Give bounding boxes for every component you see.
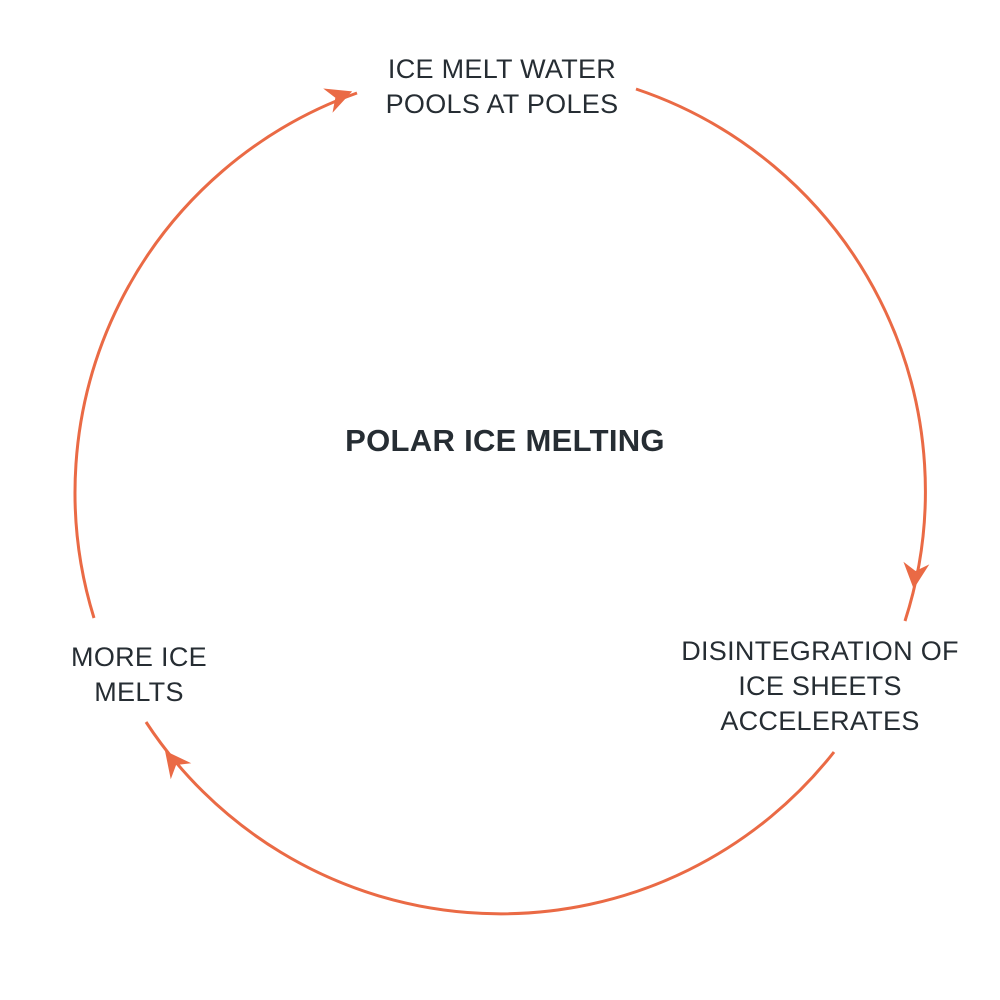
node-label-line: POOLS AT POLES (385, 89, 619, 119)
node-disintegration: DISINTEGRATION OF ICE SHEETS ACCELERATES (681, 634, 959, 739)
cycle-arc-right-to-left (144, 721, 836, 916)
node-ice-melt-water: ICE MELT WATER POOLS AT POLES (386, 52, 619, 122)
node-label-line: MORE ICE (71, 642, 207, 672)
node-label-line: MELTS (94, 677, 184, 707)
arrowhead-left-icon (164, 750, 192, 780)
cycle-arc-top-to-right (635, 87, 927, 622)
node-label-line: ICE MELT WATER (387, 54, 617, 84)
cycle-arc-left-to-top (73, 91, 358, 619)
node-more-ice-melts: MORE ICE MELTS (71, 640, 207, 710)
node-label-line: ICE SHEETS (738, 671, 902, 701)
arrowhead-right-icon (903, 561, 930, 589)
arrowhead-top-icon (323, 88, 353, 113)
node-label-line: DISINTEGRATION OF (681, 636, 959, 666)
center-title: POLAR ICE MELTING (345, 423, 665, 458)
node-label-line: ACCELERATES (720, 706, 920, 736)
